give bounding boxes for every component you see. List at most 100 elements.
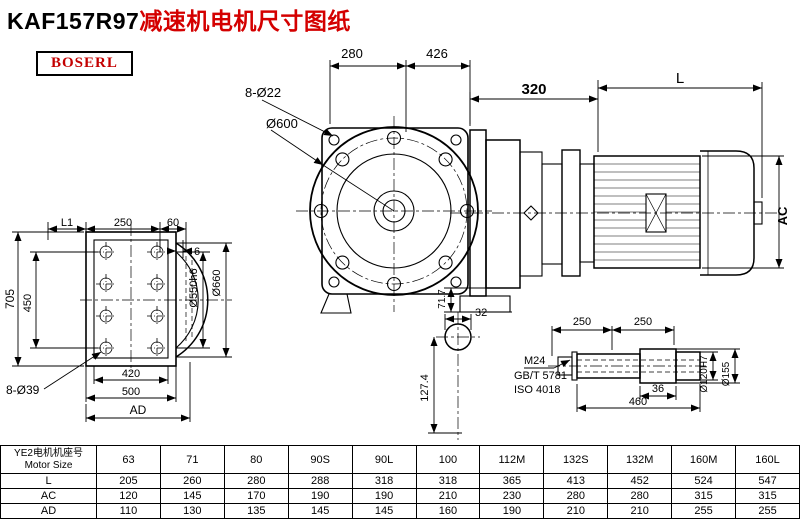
dim-280-label: 280 bbox=[341, 46, 363, 61]
table-value-cell: 260 bbox=[159, 473, 225, 489]
motor-dimensions bbox=[444, 80, 784, 313]
table-value-cell: 318 bbox=[351, 473, 417, 489]
table-value-cell: 160 bbox=[415, 503, 481, 519]
table-value-cell: 210 bbox=[543, 503, 609, 519]
dim-460-label: 460 bbox=[629, 396, 647, 408]
brand-logo: BOSERL bbox=[36, 51, 133, 76]
table-value-cell: 145 bbox=[159, 488, 225, 504]
dim-6-label: 6 bbox=[194, 246, 200, 258]
shaft-body bbox=[557, 348, 701, 384]
table-row-label: AD bbox=[0, 503, 97, 519]
table-value-cell: 190 bbox=[351, 488, 417, 504]
table-size-cell: 100 bbox=[415, 445, 481, 474]
left-flange-dimensions bbox=[12, 222, 232, 422]
output-shaft-view bbox=[524, 326, 740, 412]
table-value-cell: 452 bbox=[607, 473, 673, 489]
dim-320-label: 320 bbox=[521, 81, 546, 98]
table-size-cell: 132M bbox=[607, 445, 673, 474]
dim-1274-label: 127.4 bbox=[419, 374, 431, 402]
dim-AC-label: AC bbox=[775, 206, 790, 225]
table-value-cell: 315 bbox=[671, 488, 737, 504]
page-title: KAF157R97减速机电机尺寸图纸 bbox=[7, 2, 351, 36]
front-flange-view bbox=[261, 60, 492, 314]
shaft-dimensions bbox=[524, 326, 740, 412]
table-size-cell: 90S bbox=[287, 445, 353, 474]
table-row-label: L bbox=[0, 473, 97, 489]
table-header-en: Motor Size bbox=[24, 459, 73, 471]
table-size-cell: 112M bbox=[479, 445, 545, 474]
dim-d660-label: Ø660 bbox=[211, 270, 223, 297]
table-value-cell: 524 bbox=[671, 473, 737, 489]
dim-500-label: 500 bbox=[122, 386, 140, 398]
table-row-AD: AD 110 130 135 145 145 160 190 210 210 2… bbox=[0, 503, 800, 519]
motor-body bbox=[450, 149, 780, 277]
front-flange-body bbox=[296, 116, 492, 314]
table-value-cell: 315 bbox=[735, 488, 800, 504]
table-size-cell: 63 bbox=[96, 445, 161, 474]
table-value-cell: 413 bbox=[543, 473, 609, 489]
table-size-cell: 71 bbox=[159, 445, 225, 474]
dim-450-label: 450 bbox=[22, 294, 34, 312]
title-text: 减速机电机尺寸图纸 bbox=[139, 8, 351, 34]
table-header-motor-size: YE2电机机座号 Motor Size bbox=[0, 445, 97, 474]
table-value-cell: 110 bbox=[96, 503, 161, 519]
table-row-label: AC bbox=[0, 488, 97, 504]
table-size-cell: 160L bbox=[735, 445, 800, 474]
table-value-cell: 230 bbox=[479, 488, 545, 504]
table-size-cell: 160M bbox=[671, 445, 737, 474]
gearbox-housing bbox=[459, 129, 563, 313]
table-value-cell: 255 bbox=[671, 503, 737, 519]
dim-AD-label: AD bbox=[130, 403, 147, 417]
dim-8xd39-label: 8-Ø39 bbox=[6, 383, 40, 397]
table-size-cell: 90L bbox=[351, 445, 417, 474]
dim-ISO-label: ISO 4018 bbox=[514, 384, 560, 396]
dim-M24-label: M24 bbox=[524, 355, 545, 367]
technical-drawing: 8-Ø22 Ø600 280 426 320 L AC 71.7 L1 250 … bbox=[3, 46, 790, 440]
table-row-L: L 205 260 280 288 318 318 365 413 452 52… bbox=[0, 473, 800, 489]
dim-8xd22-label: 8-Ø22 bbox=[245, 85, 281, 100]
table-value-cell: 210 bbox=[607, 503, 673, 519]
table-value-cell: 170 bbox=[223, 488, 289, 504]
table-value-cell: 280 bbox=[223, 473, 289, 489]
dim-L1-label: L1 bbox=[61, 217, 73, 229]
table-value-cell: 120 bbox=[96, 488, 161, 504]
section-dimensions bbox=[428, 314, 472, 434]
dim-32-label: 32 bbox=[475, 307, 487, 319]
table-value-cell: 190 bbox=[287, 488, 353, 504]
dim-426-label: 426 bbox=[426, 46, 448, 61]
table-value-cell: 365 bbox=[479, 473, 545, 489]
front-flange-dimensions bbox=[261, 60, 471, 166]
table-value-cell: 255 bbox=[735, 503, 800, 519]
shaft-section-view bbox=[428, 312, 480, 440]
table-value-cell: 135 bbox=[223, 503, 289, 519]
dim-60-label: 60 bbox=[167, 217, 179, 229]
table-header-cn: YE2电机机座号 bbox=[14, 447, 83, 459]
table-header-row: YE2电机机座号 Motor Size 63 71 80 90S 90L 100… bbox=[0, 445, 800, 474]
table-value-cell: 280 bbox=[543, 488, 609, 504]
table-size-cell: 80 bbox=[223, 445, 289, 474]
table-size-cell: 132S bbox=[543, 445, 609, 474]
table-value-cell: 130 bbox=[159, 503, 225, 519]
dim-705-label: 705 bbox=[3, 289, 17, 309]
dim-d600-label: Ø600 bbox=[266, 116, 298, 131]
table-value-cell: 210 bbox=[415, 488, 481, 504]
table-value-cell: 145 bbox=[351, 503, 417, 519]
table-value-cell: 280 bbox=[607, 488, 673, 504]
dim-250-label: 250 bbox=[114, 217, 132, 229]
motor-size-table: YE2电机机座号 Motor Size 63 71 80 90S 90L 100… bbox=[0, 445, 800, 519]
left-flange-plate bbox=[80, 224, 232, 372]
table-value-cell: 547 bbox=[735, 473, 800, 489]
table-value-cell: 205 bbox=[96, 473, 161, 489]
dimension-labels: 8-Ø22 Ø600 280 426 320 L AC 71.7 L1 250 … bbox=[3, 46, 790, 417]
table-value-cell: 318 bbox=[415, 473, 481, 489]
table-value-cell: 145 bbox=[287, 503, 353, 519]
dim-d120-label: Ø120H7 bbox=[699, 355, 710, 393]
table-value-cell: 190 bbox=[479, 503, 545, 519]
dim-36-label: 36 bbox=[652, 383, 664, 395]
dim-420-label: 420 bbox=[122, 368, 140, 380]
table-value-cell: 288 bbox=[287, 473, 353, 489]
dim-GB-label: GB/T 5781 bbox=[514, 370, 567, 382]
motor-side-view bbox=[444, 80, 784, 313]
dim-250a-label: 250 bbox=[573, 316, 591, 328]
